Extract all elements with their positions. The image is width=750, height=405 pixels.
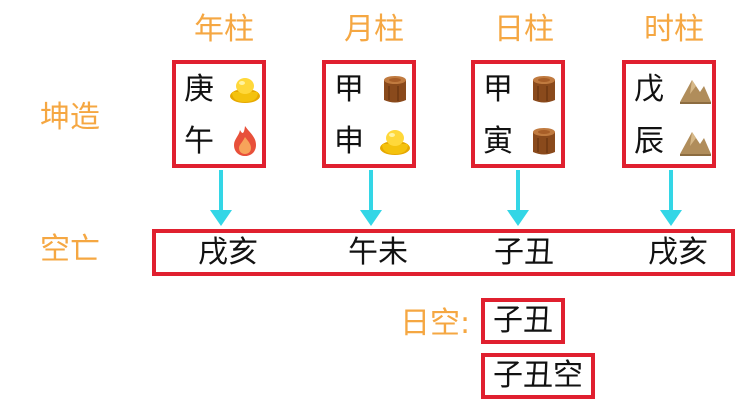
- gold-ingot-icon: [230, 78, 260, 103]
- kongwang-year: 戌亥: [198, 235, 258, 270]
- arrow-down-icon: [660, 170, 682, 226]
- header-day-pillar: 日柱: [494, 12, 554, 47]
- mountain-earth-icon: [680, 132, 711, 156]
- day-kong-label: 日空:: [400, 306, 471, 341]
- pillar-year: 庚 午: [172, 60, 266, 168]
- gold-ingot-icon: [380, 130, 410, 155]
- day-stem: 甲: [483, 72, 513, 107]
- arrow-down-icon: [360, 170, 382, 226]
- mountain-earth-icon: [680, 80, 711, 104]
- header-month-pillar: 月柱: [344, 12, 404, 47]
- header-year-pillar: 年柱: [194, 12, 254, 47]
- day-kong-value: 子丑: [481, 298, 565, 344]
- wood-stump-icon: [533, 76, 555, 103]
- wood-stump-icon: [533, 128, 555, 155]
- row-label-kongwang: 空亡: [40, 232, 100, 267]
- arrow-down-icon: [210, 170, 232, 226]
- kongwang-box: 戌亥 午未 子丑 戌亥: [152, 229, 735, 276]
- month-stem: 甲: [334, 72, 364, 107]
- pillar-hour: 戊 辰: [622, 60, 716, 168]
- kongwang-month: 午未: [348, 235, 408, 270]
- kongwang-hour: 戌亥: [648, 235, 708, 270]
- wood-stump-icon: [384, 76, 406, 103]
- month-branch: 申: [334, 124, 364, 159]
- kongwang-day: 子丑: [494, 235, 554, 270]
- day-branch: 寅: [483, 124, 513, 159]
- pillar-day: 甲 寅: [471, 60, 565, 168]
- year-stem: 庚: [184, 72, 214, 107]
- pillar-month: 甲 申: [322, 60, 416, 168]
- year-branch: 午: [184, 124, 214, 159]
- fire-icon: [234, 126, 256, 156]
- day-kong-result: 子丑空: [481, 353, 595, 399]
- hour-stem: 戊: [634, 72, 664, 107]
- hour-branch: 辰: [634, 124, 664, 159]
- row-label-kunzao: 坤造: [40, 100, 100, 135]
- arrow-down-icon: [507, 170, 529, 226]
- header-hour-pillar: 时柱: [644, 12, 704, 47]
